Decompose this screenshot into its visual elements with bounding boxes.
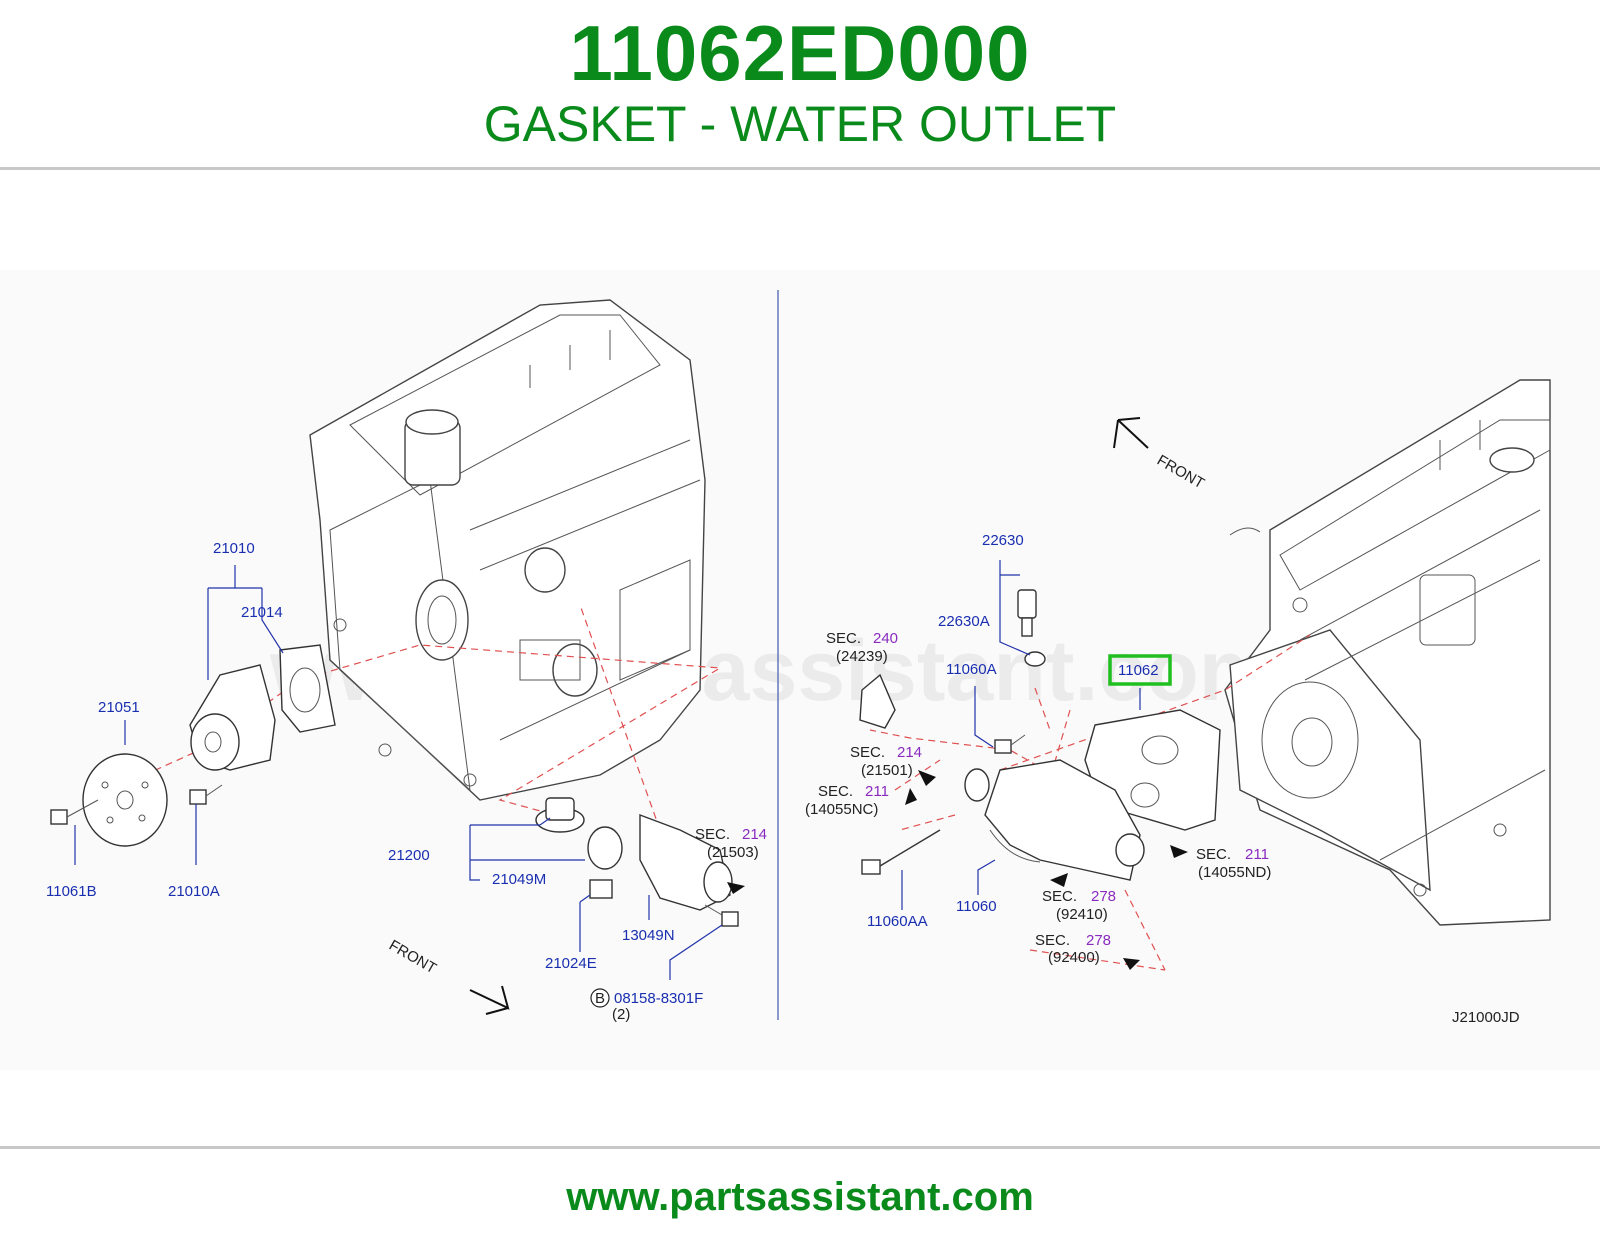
part-name-subtitle: GASKET - WATER OUTLET: [483, 96, 1117, 152]
label-21051: 21051: [98, 699, 140, 716]
part-number-title: 11062ED000: [569, 9, 1031, 97]
header: 11062ED000 GASKET - WATER OUTLET: [0, 0, 1600, 170]
front-arrow-left-icon: [469, 985, 510, 1015]
bolt-11060a: [994, 734, 1026, 754]
label-sec214-right: 214: [897, 744, 922, 761]
label-21014: 21014: [241, 604, 283, 621]
label-sec211-left-ref: (14055NC): [805, 801, 878, 818]
bolt-21010a: [189, 784, 223, 805]
label-21049m: 21049M: [492, 871, 546, 888]
label-sec240-ref: (24239): [836, 648, 888, 665]
label-sec278b-ref: (92400): [1048, 949, 1100, 966]
label-21200: 21200: [388, 847, 430, 864]
arrow-sec214-left: [727, 882, 745, 894]
bolt-11060aa: [861, 829, 941, 875]
label-22630: 22630: [982, 532, 1024, 549]
label-sec278a: 278: [1091, 888, 1116, 905]
water-pump-gasket: [279, 644, 336, 733]
label-21010a: 21010A: [168, 883, 220, 900]
water-outlet-11060: [964, 759, 1145, 881]
label-sec278b: 278: [1086, 932, 1111, 949]
label-sec278a-ref: (92410): [1056, 906, 1108, 923]
thermostat: [535, 797, 585, 833]
water-pump-pulley: [82, 753, 168, 847]
label-21010: 21010: [213, 540, 255, 557]
thermostat-seal: [587, 826, 623, 870]
parts-diagram: www.partsassistant.com: [0, 270, 1600, 1070]
label-sec214-right-ref: (21501): [861, 762, 913, 779]
header-divider: [0, 167, 1600, 170]
label-11060: 11060: [956, 898, 997, 915]
diagram-code: J21000JD: [1452, 1009, 1520, 1026]
label-sec240: 240: [873, 630, 898, 647]
diagram-canvas: www.partsassistant.com: [46, 290, 1551, 1026]
front-label-right: FRONT: [1154, 452, 1207, 493]
label-sec-word-240: SEC.: [826, 630, 861, 647]
label-sec211-left: 211: [865, 783, 889, 800]
sensor-o-ring: [1024, 651, 1046, 667]
label-sec214-left-ref: (21503): [707, 844, 759, 861]
temperature-sensor: [1017, 589, 1037, 637]
label-11060aa: 11060AA: [867, 913, 928, 930]
label-11061b: 11061B: [46, 883, 97, 900]
footer-divider: [0, 1146, 1600, 1149]
label-11060a: 11060A: [946, 661, 997, 678]
label-sec214-left: 214: [742, 826, 767, 843]
label-sec-word-278a: SEC.: [1042, 888, 1077, 905]
label-sec-word-211l: SEC.: [818, 783, 853, 800]
bolt-11061b: [50, 799, 99, 825]
label-sec-word-211r: SEC.: [1196, 846, 1231, 863]
right-engine-block: [1224, 379, 1551, 926]
front-arrow-right-icon: [1113, 417, 1149, 449]
label-08158-qty: (2): [612, 1006, 630, 1023]
label-08158-8301f: 08158-8301F: [614, 990, 703, 1007]
label-11062: 11062: [1118, 662, 1159, 679]
front-label-left: FRONT: [386, 937, 439, 978]
label-13049n: 13049N: [622, 927, 675, 944]
badge-b-text: B: [595, 990, 605, 1007]
label-sec211-right-ref: (14055ND): [1198, 864, 1271, 881]
water-inlet: [639, 813, 733, 911]
label-21024e: 21024E: [545, 955, 597, 972]
label-sec-word-214r: SEC.: [850, 744, 885, 761]
badge-b: [590, 988, 610, 1008]
water-pump: [189, 664, 276, 771]
footer-url[interactable]: www.partsassistant.com: [566, 1175, 1034, 1219]
highlight-box-11062: [1108, 654, 1172, 686]
label-sec211-right: 211: [1245, 846, 1269, 863]
clip-21024e: [589, 879, 613, 899]
bolt-08158: [704, 904, 739, 927]
bracket-sec240: [859, 673, 896, 729]
label-22630a: 22630A: [938, 613, 990, 630]
left-engine-block: [309, 299, 706, 801]
label-sec-word-214l: SEC.: [695, 826, 730, 843]
label-sec-word-278b: SEC.: [1035, 932, 1070, 949]
arrows-right: [905, 770, 1188, 970]
